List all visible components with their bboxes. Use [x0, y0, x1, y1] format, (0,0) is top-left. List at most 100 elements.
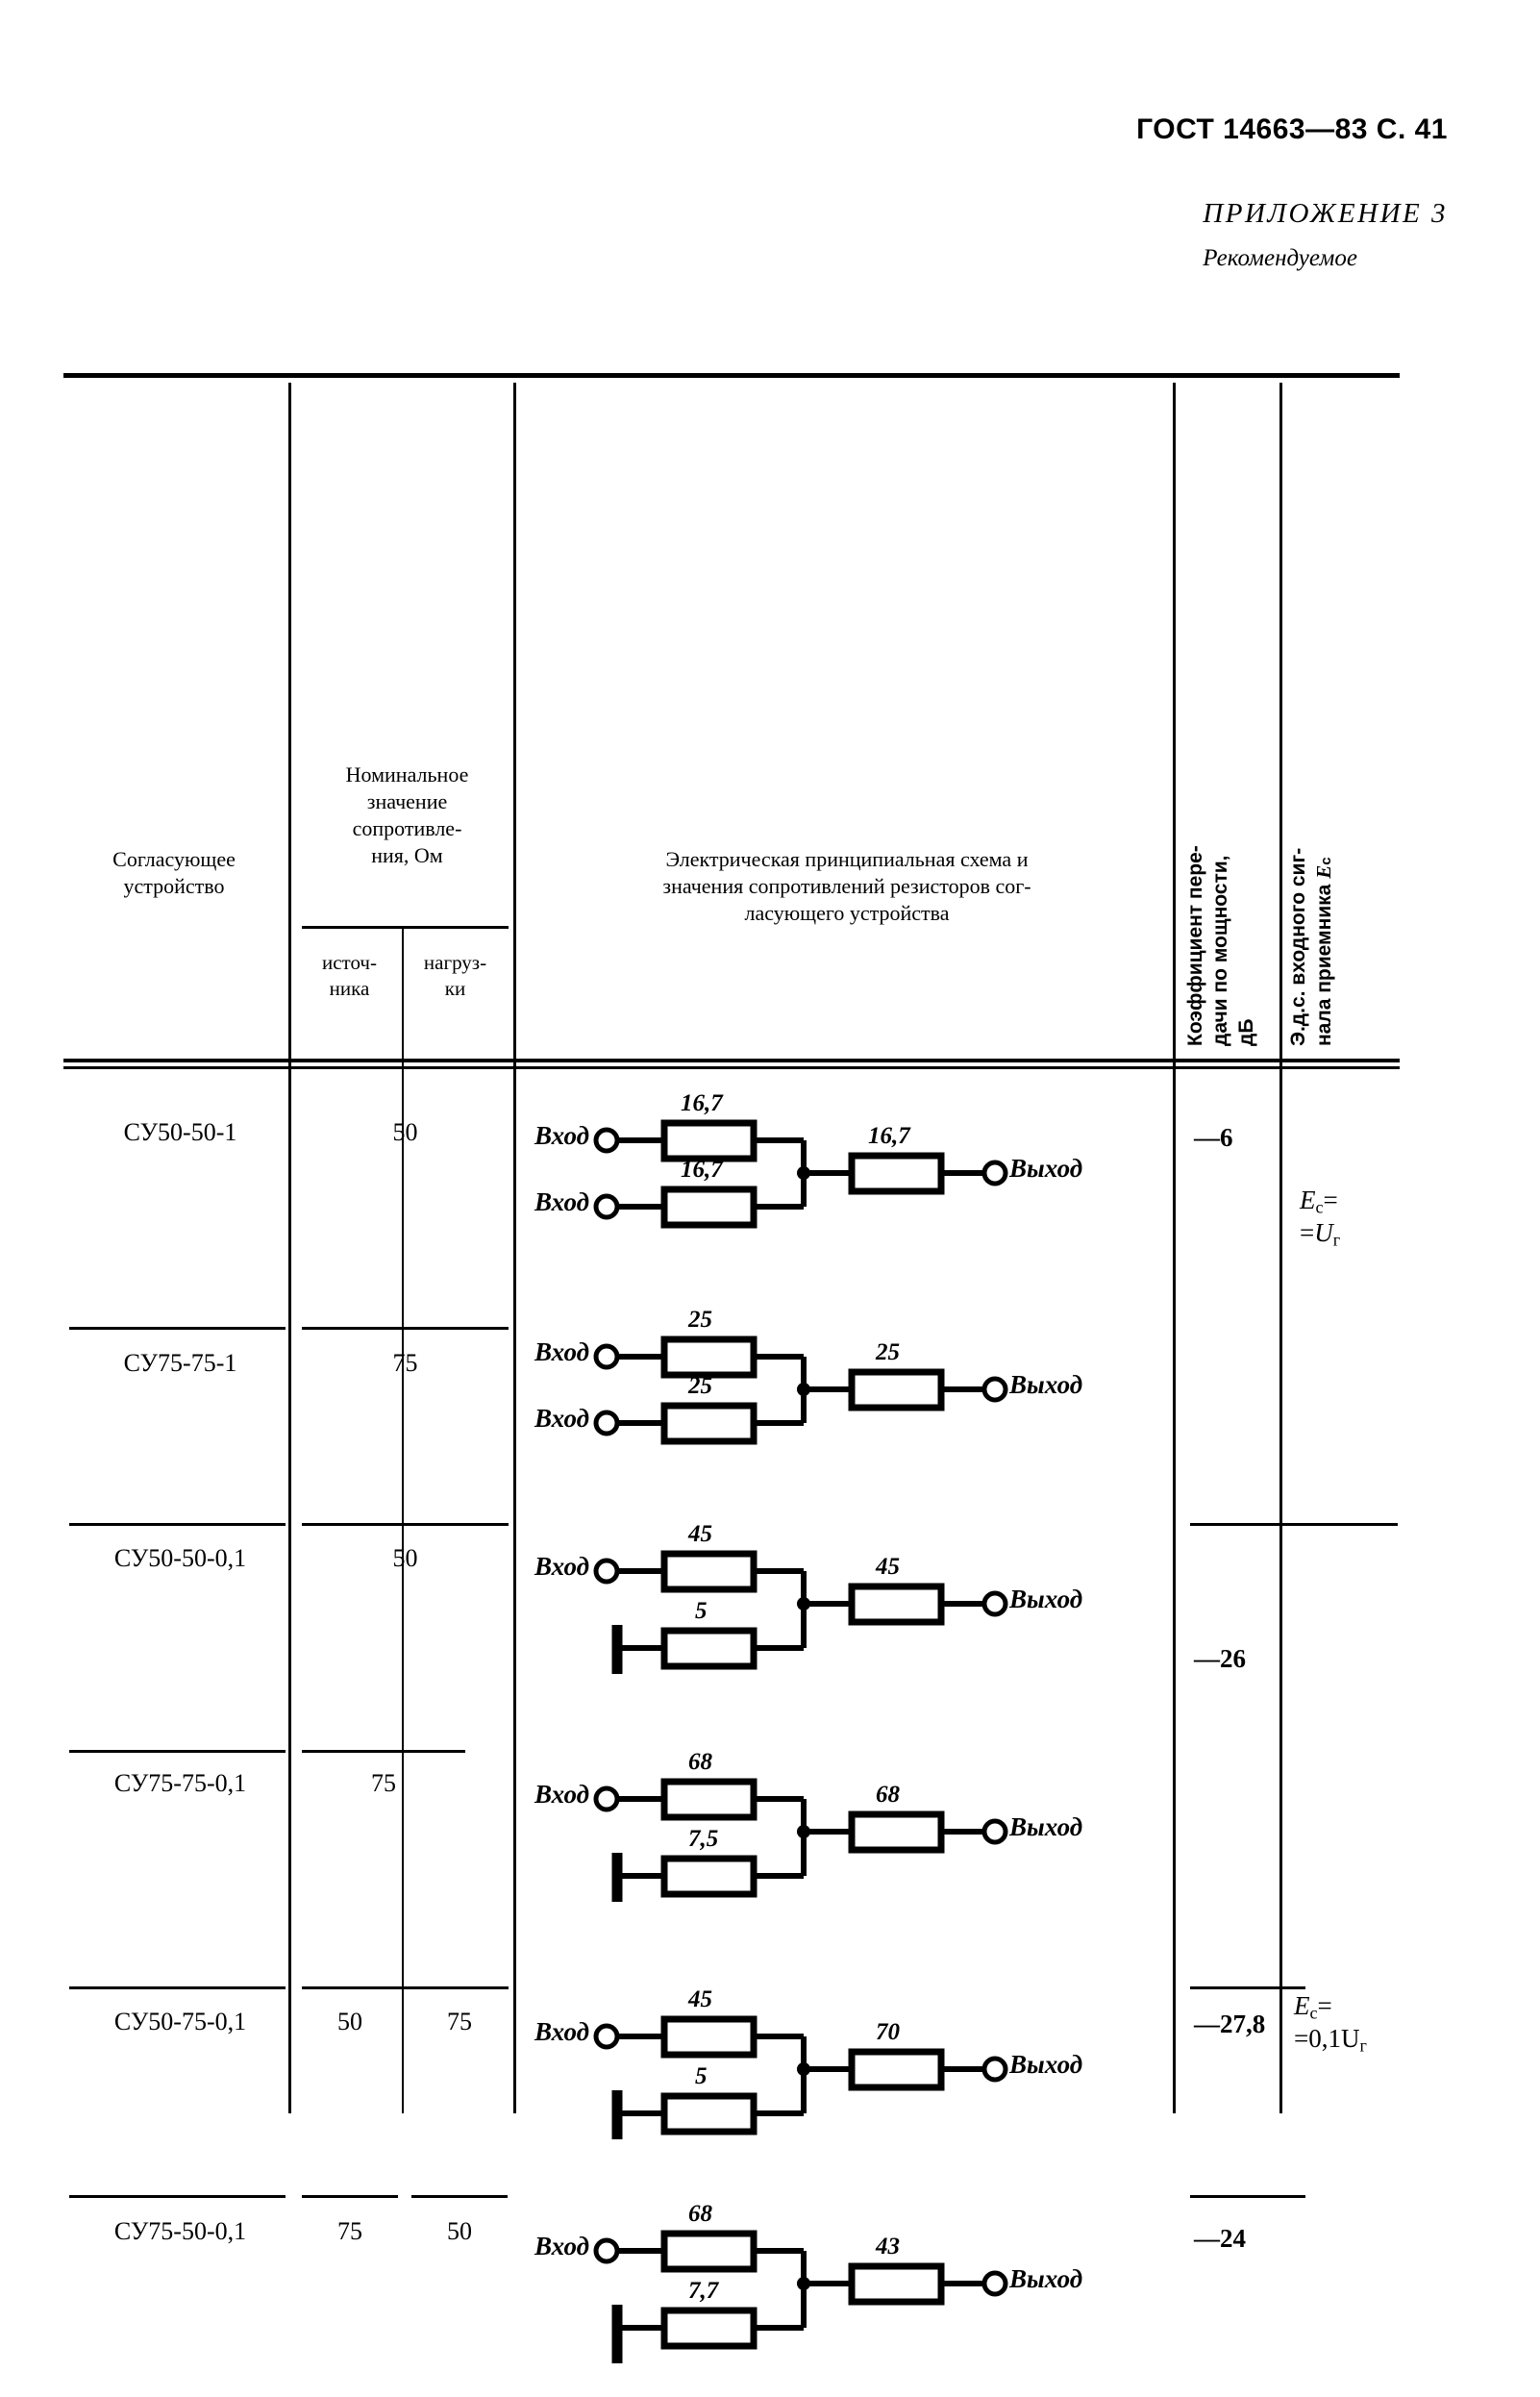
emf-group-1-value: U	[1314, 1217, 1333, 1247]
table-header-border-upper	[63, 1059, 1400, 1062]
row-sep-6-coefficient	[1190, 2195, 1305, 2198]
circuit-diagram-row-2: Вход Вход Выход 25 25 25	[534, 1307, 1150, 1469]
emf-group-2-symbol: E	[1294, 1991, 1310, 2020]
row-5-coefficient: —27,8	[1194, 2010, 1266, 2038]
header-emf-symbol: E	[1312, 864, 1336, 879]
circuit-row-6-r-bottom: 7,7	[688, 2278, 719, 2304]
row-5-load-value: 75	[447, 2008, 472, 2035]
circuit-row-5-output-label: Выход	[1009, 2050, 1083, 2079]
circuit-row-5-r-series: 70	[876, 2019, 900, 2045]
circuit-row-4-output-label: Выход	[1009, 1812, 1083, 1841]
row-3-coefficient: —26	[1194, 1644, 1246, 1673]
table-row: СУ50-50-0,1	[113, 1544, 247, 1572]
header-coefficient-line3: дБ	[1234, 1018, 1257, 1046]
row-1-source-value: 50	[392, 1118, 418, 1146]
circuit-row-1-r-top: 16,7	[681, 1090, 723, 1116]
circuit-row-3-input-1-label: Вход	[534, 1552, 589, 1581]
table-row: СУ75-75-1	[123, 1349, 237, 1377]
circuit-row-1-input-2-label: Вход	[534, 1187, 589, 1216]
col-sep-device	[288, 383, 291, 2113]
circuit-diagram-row-5: Вход Выход 45 5 70	[534, 1986, 1150, 2173]
nominal-subheader-rule	[302, 926, 509, 929]
appendix-title: ПРИЛОЖЕНИЕ 3	[1203, 198, 1448, 229]
emf-group-2-line1: Ec=	[1294, 1991, 1367, 2024]
circuit-row-5-input-1-label: Вход	[534, 2017, 589, 2046]
header-device-line2: устройство	[123, 874, 225, 899]
circuit-row-1-output-label: Выход	[1009, 1154, 1083, 1183]
row-3-source-value: 50	[392, 1544, 418, 1572]
circuit-row-2-r-bottom: 25	[688, 1373, 712, 1399]
row-sep-5-device	[69, 1986, 286, 1989]
row-sep-4-nominal	[302, 1750, 465, 1753]
header-load: нагруз- ки	[405, 950, 506, 1002]
circuit-row-2-input-1-label: Вход	[534, 1337, 589, 1366]
emf-group-1-eq2: =	[1300, 1217, 1315, 1247]
page-header: ГОСТ 14663—83 С. 41	[1136, 113, 1448, 145]
circuit-row-2-input-2-label: Вход	[534, 1404, 589, 1433]
emf-group-2-eq2: =	[1294, 2023, 1309, 2053]
header-coefficient: Коэффициент пере- дачи по мощности, дБ	[1183, 845, 1259, 1046]
header-emf-symbol-sub: c	[1318, 857, 1335, 865]
row-6-source-value: 75	[337, 2217, 362, 2245]
row-sep-5-coefficient	[1190, 1986, 1305, 1989]
row-sep-3-emf	[1297, 1523, 1398, 1526]
col-sep-coefficient	[1279, 383, 1282, 2113]
row-6-load-value: 50	[447, 2217, 472, 2245]
circuit-diagram-row-1: Вход Вход Выход 16,7 16,7 16,7	[534, 1090, 1150, 1253]
circuit-row-4-r-top: 68	[688, 1749, 712, 1775]
table-row: СУ50-50-1	[123, 1118, 237, 1146]
header-schema: Электрическая принципиальная схема и зна…	[534, 846, 1159, 927]
header-schema-line1: Электрическая принципиальная схема и	[665, 847, 1029, 871]
header-device: Согласующее устройство	[73, 846, 275, 900]
requirements-table: Согласующее устройство Номинальное значе…	[63, 373, 1400, 2363]
circuit-row-3-r-bottom: 5	[695, 1598, 708, 1624]
circuit-row-3-output-label: Выход	[1009, 1585, 1083, 1613]
emf-group-1-eq: =	[1323, 1186, 1338, 1214]
header-nominal-line4: ния, Ом	[371, 843, 443, 868]
header-nominal-line2: значение	[366, 789, 448, 814]
row-sep-3-coefficient	[1190, 1523, 1305, 1526]
table-row: СУ75-50-0,1	[113, 2217, 247, 2245]
circuit-row-5-r-top: 45	[688, 1986, 712, 2012]
row-sep-5-nominal	[302, 1986, 509, 1989]
circuit-row-6-input-1-label: Вход	[534, 2232, 589, 2260]
circuit-row-1-input-1-label: Вход	[534, 1121, 589, 1150]
row-6-coefficient: —24	[1194, 2224, 1246, 2253]
row-sep-3-nominal	[302, 1523, 509, 1526]
circuit-row-3-r-series: 45	[876, 1554, 900, 1580]
circuit-row-4-r-bottom: 7,5	[688, 1826, 719, 1852]
header-emf-line2: нала приемника Ec	[1311, 848, 1337, 1046]
table-row: СУ75-75-0,1	[113, 1769, 247, 1797]
emf-group-1-sub: c	[1315, 1197, 1324, 1217]
header-nominal-line1: Номинальное	[345, 762, 469, 787]
row-1-coefficient: —6	[1194, 1123, 1233, 1152]
circuit-row-6-r-top: 68	[688, 2201, 712, 2227]
row-2-source-value: 75	[392, 1349, 418, 1377]
circuit-row-1-r-bottom: 16,7	[681, 1157, 723, 1183]
emf-group-2-eq: =	[1317, 1991, 1332, 2020]
emf-value-group-1: Ec= =Uг	[1300, 1186, 1340, 1250]
header-load-line1: нагруз-	[423, 951, 487, 974]
header-source-line2: ника	[329, 976, 370, 1000]
circuit-row-5-r-bottom: 5	[695, 2063, 708, 2089]
row-sep-6-source	[302, 2195, 398, 2198]
circuit-diagram-row-3: Вход Выход 45 5 45	[534, 1521, 1150, 1703]
circuit-row-2-r-series: 25	[876, 1339, 900, 1365]
col-sep-schema	[1173, 383, 1176, 2113]
header-coefficient-line1: Коэффициент пере-	[1184, 845, 1206, 1046]
header-source: источ- ника	[299, 950, 400, 1002]
row-sep-4-device	[69, 1750, 286, 1753]
circuit-row-6-r-series: 43	[876, 2234, 900, 2260]
circuit-row-3-r-top: 45	[688, 1521, 712, 1547]
circuit-diagram-row-6: Вход Выход 68 7,7 43	[534, 2201, 1150, 2397]
header-emf: Э.д.с. входного сиг- нала приемника Ec	[1286, 848, 1338, 1046]
header-load-line2: ки	[444, 976, 466, 1000]
emf-group-2-value-sub: г	[1359, 2035, 1367, 2056]
row-sep-3-device	[69, 1523, 286, 1526]
circuit-row-4-input-1-label: Вход	[534, 1780, 589, 1809]
emf-group-2-sub: c	[1309, 2003, 1318, 2023]
appendix-subtitle: Рекомендуемое	[1203, 245, 1357, 271]
row-sep-6-device	[69, 2195, 286, 2198]
header-device-line1: Согласующее	[112, 847, 236, 871]
circuit-row-1-r-series: 16,7	[868, 1123, 910, 1149]
